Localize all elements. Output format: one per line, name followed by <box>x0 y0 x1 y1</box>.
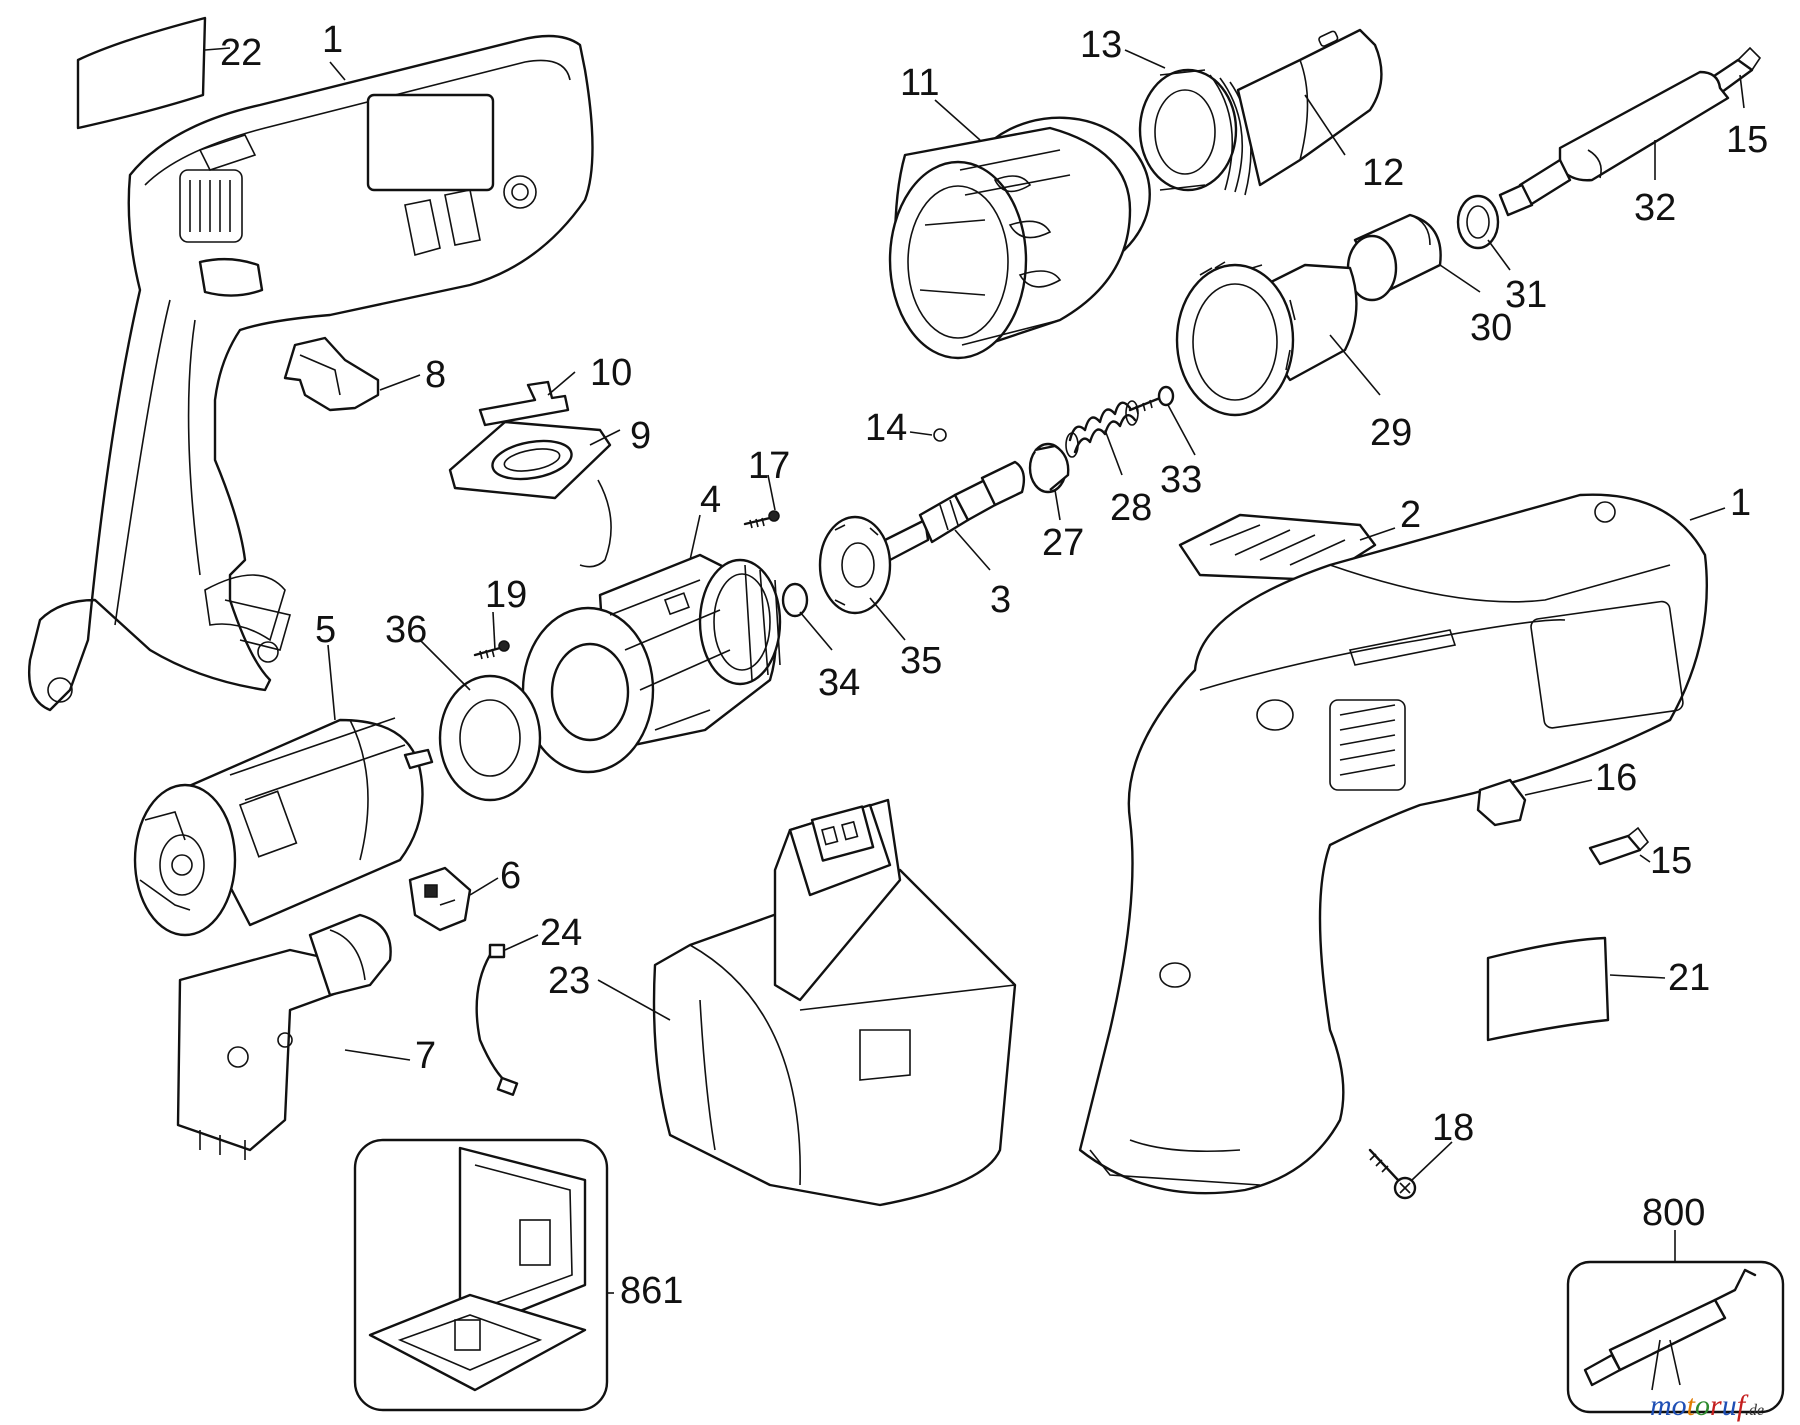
label-8: 8 <box>425 354 446 396</box>
part-800-accessory <box>1566 1260 1785 1414</box>
part-11-clutch-collar <box>888 116 1151 360</box>
part-10-clip <box>478 380 570 427</box>
part-35-carrier <box>818 515 892 615</box>
label-11: 11 <box>900 62 939 104</box>
label-35: 35 <box>900 640 942 682</box>
part-31-ring <box>1456 194 1500 250</box>
part-19-screw <box>473 640 510 660</box>
label-800: 800 <box>1642 1192 1705 1234</box>
label-12: 12 <box>1362 152 1404 194</box>
label-21: 21 <box>1668 957 1710 999</box>
part-33-screw <box>1128 385 1175 415</box>
part-9-switch-plate <box>448 420 612 568</box>
label-5: 5 <box>315 609 336 651</box>
part-34-ring <box>781 582 809 618</box>
watermark-letter: o <box>1695 1389 1710 1422</box>
part-17-screw <box>743 510 780 529</box>
label-13: 13 <box>1080 24 1122 66</box>
part-3-spindle <box>883 460 1026 562</box>
watermark-letter: o <box>1672 1389 1687 1422</box>
part-21-label-sticker <box>1486 936 1610 1042</box>
label-29: 29 <box>1370 412 1412 454</box>
part-23-battery-pack <box>652 798 1017 1207</box>
part-12-gear-housing <box>1236 28 1383 187</box>
part-22-label-sticker <box>76 16 207 130</box>
part-27-cam <box>1028 442 1070 494</box>
label-17: 17 <box>748 445 790 487</box>
label-4: 4 <box>700 479 721 521</box>
watermark-suffix: .de <box>1745 1402 1764 1419</box>
part-15-bit-bottom <box>1588 826 1650 866</box>
label-31: 31 <box>1505 274 1547 316</box>
watermark-letter: m <box>1650 1389 1672 1422</box>
label-14: 14 <box>865 407 907 449</box>
label-7: 7 <box>415 1035 436 1077</box>
part-1-right-housing <box>1078 493 1708 1195</box>
part-13-ring-nut <box>1138 68 1252 196</box>
label-2: 2 <box>1400 494 1421 536</box>
label-10: 10 <box>590 352 632 394</box>
label-32: 32 <box>1634 187 1676 229</box>
watermark: motoruf.de <box>1650 1389 1764 1422</box>
label-30: 30 <box>1470 307 1512 349</box>
label-3: 3 <box>990 579 1011 621</box>
label-1-right: 1 <box>1730 482 1751 524</box>
part-1-left-housing <box>28 34 594 712</box>
label-27: 27 <box>1042 522 1084 564</box>
label-36: 36 <box>385 609 427 651</box>
label-1-left: 1 <box>322 19 343 61</box>
label-15-bottom: 15 <box>1650 840 1692 882</box>
watermark-letter: t <box>1687 1389 1696 1422</box>
part-36-washer <box>438 674 542 802</box>
watermark-letter: r <box>1710 1389 1722 1422</box>
label-33: 33 <box>1160 459 1202 501</box>
part-32-bit-holder <box>1498 70 1730 217</box>
watermark-text: motoruf.de <box>1650 1389 1764 1422</box>
part-18-screw <box>1368 1148 1417 1200</box>
part-5-motor <box>133 717 434 937</box>
part-30-sleeve <box>1346 213 1442 302</box>
part-29-chuck-collar <box>1175 261 1358 417</box>
label-15-top: 15 <box>1726 119 1768 161</box>
part-28-spring <box>1065 400 1139 458</box>
part-6-brush-holder <box>408 866 472 932</box>
label-22: 22 <box>220 32 262 74</box>
part-24-wire <box>475 943 519 1096</box>
label-18: 18 <box>1432 1107 1474 1149</box>
callout-labels: 22 1 13 11 12 15 32 31 30 29 8 10 9 14 1… <box>220 19 1768 1312</box>
label-34: 34 <box>818 662 860 704</box>
part-861-carry-case <box>353 1138 609 1412</box>
part-7-switch <box>176 913 392 1160</box>
part-8-switch-piece <box>283 336 380 412</box>
label-28: 28 <box>1110 487 1152 529</box>
part-14-ball <box>933 428 947 442</box>
leader-lines <box>204 47 1745 1294</box>
label-23: 23 <box>548 960 590 1002</box>
part-16-clip <box>1476 778 1527 827</box>
label-19: 19 <box>485 574 527 616</box>
part-4-gearbox <box>521 553 782 774</box>
label-861: 861 <box>620 1270 683 1312</box>
label-6: 6 <box>500 855 521 897</box>
label-24: 24 <box>540 912 582 954</box>
watermark-letter: u <box>1722 1389 1737 1422</box>
label-16: 16 <box>1595 757 1637 799</box>
label-9: 9 <box>630 415 651 457</box>
part-2-vent-cover <box>1178 513 1377 582</box>
